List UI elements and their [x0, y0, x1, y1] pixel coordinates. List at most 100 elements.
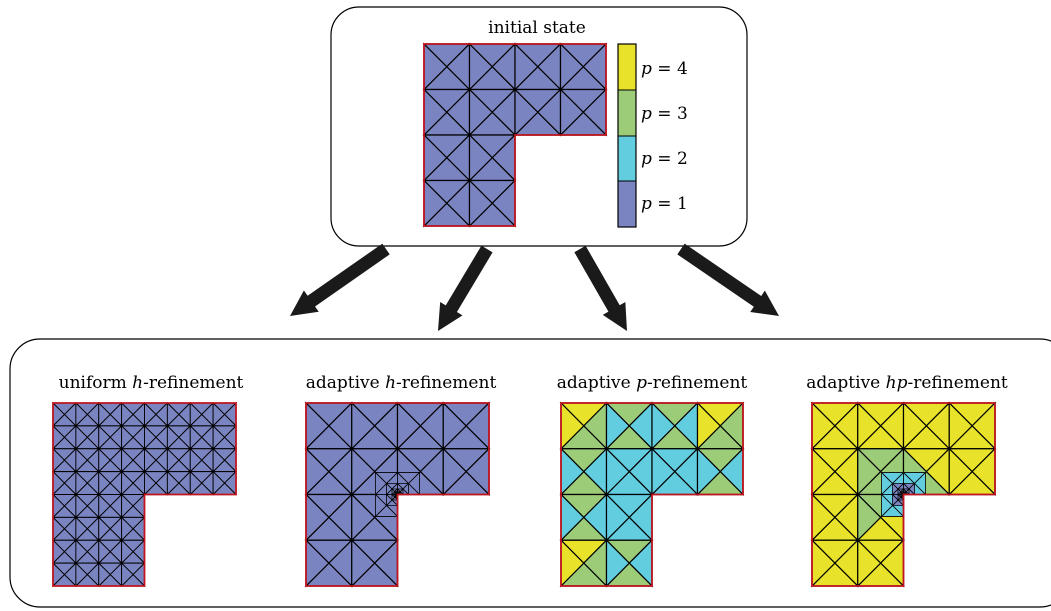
mesh-adaptive-hp-refinement: [810, 401, 997, 588]
mesh-element: [98, 516, 111, 542]
mesh-adaptive-p-refinement: [559, 401, 745, 588]
mesh-element: [98, 562, 111, 588]
mesh-element: [212, 401, 226, 427]
panel-label-adaptive-hp: adaptive hp-refinement: [806, 373, 1008, 393]
refinement-arrow: [438, 245, 493, 331]
mesh-element: [351, 493, 376, 542]
legend-swatch-p2: [618, 136, 636, 181]
mesh-element: [98, 493, 111, 519]
mesh-element: [605, 538, 631, 588]
refined-element: [881, 471, 894, 496]
mesh-element: [696, 401, 722, 451]
legend-label-p2: p = 2: [641, 149, 688, 169]
mesh-element: [468, 133, 494, 182]
mesh-element: [121, 516, 134, 542]
mesh-element: [857, 538, 882, 588]
domain-boundary: [560, 402, 744, 587]
refinement-arrow: [290, 243, 390, 316]
mesh-element: [651, 401, 676, 451]
domain-boundary: [52, 402, 237, 587]
mesh-element: [514, 42, 539, 91]
panel-label-uniform-h: uniform h-refinement: [59, 373, 244, 393]
mesh-element: [212, 447, 226, 473]
mesh-element: [189, 424, 203, 450]
mesh-element: [948, 447, 973, 496]
mesh-element: [121, 401, 134, 427]
domain-boundary: [305, 402, 490, 587]
mesh-element: [212, 470, 226, 496]
mesh-element: [468, 42, 494, 91]
domain-boundary: [423, 43, 607, 227]
mesh-element: [121, 470, 134, 496]
mesh-element: [98, 401, 111, 427]
refined-element: [900, 490, 903, 496]
legend-swatch-p1: [618, 181, 636, 227]
refined-element: [391, 488, 396, 496]
arrows: [290, 243, 779, 331]
refined-element: [881, 493, 894, 518]
legend-swatch-p3: [618, 90, 636, 136]
refined-element: [900, 493, 903, 499]
refined-element: [892, 493, 899, 507]
mesh-element: [98, 447, 111, 473]
mesh-element: [948, 401, 973, 451]
mesh-element: [121, 424, 134, 450]
mesh-element: [121, 562, 134, 588]
refined-element: [386, 493, 393, 507]
mesh-element: [166, 401, 180, 427]
mesh-element: [696, 447, 722, 496]
mesh-adaptive-h-refinement: [304, 401, 491, 588]
mesh-element: [144, 470, 157, 496]
mesh-element: [75, 539, 88, 565]
mesh-element: [651, 447, 676, 496]
mesh-element: [144, 447, 157, 473]
refined-element: [394, 493, 397, 499]
legend-label-p1: p = 1: [641, 194, 688, 214]
mesh-element: [468, 179, 494, 228]
initial-state-title: initial state: [488, 18, 586, 38]
mesh-element: [75, 447, 88, 473]
mesh-element: [166, 470, 180, 496]
mesh-element: [605, 401, 631, 451]
mesh-element: [559, 42, 585, 91]
mesh-element: [121, 539, 134, 565]
refined-element: [892, 482, 899, 496]
mesh-element: [468, 88, 494, 137]
legend-label-p3: p = 3: [641, 104, 688, 124]
mesh-element: [166, 447, 180, 473]
legend-swatch-p4: [618, 44, 636, 90]
mesh-element: [857, 447, 882, 496]
mesh-element: [144, 401, 157, 427]
refined-element: [394, 490, 397, 496]
mesh-element: [189, 447, 203, 473]
panel-label-adaptive-h: adaptive h-refinement: [306, 373, 497, 393]
legend-label-p4: p = 4: [641, 59, 688, 79]
initial-state-mesh: [422, 42, 608, 228]
mesh-element: [396, 401, 422, 451]
mesh-element: [351, 401, 376, 451]
domain-boundary: [811, 402, 996, 587]
mesh-element: [605, 493, 631, 542]
mesh-element: [351, 538, 376, 588]
refinement-arrow: [677, 243, 779, 316]
mesh-element: [75, 470, 88, 496]
mesh-element: [189, 401, 203, 427]
mesh-element: [75, 424, 88, 450]
mesh-element: [75, 562, 88, 588]
refined-element: [375, 471, 388, 496]
mesh-element: [98, 470, 111, 496]
mesh-element: [75, 401, 88, 427]
refined-element: [897, 493, 902, 501]
mesh-uniform-h-refinement: [51, 401, 238, 588]
mesh-element: [351, 447, 376, 496]
mesh-element: [902, 401, 928, 451]
mesh-element: [514, 88, 539, 137]
mesh-element: [166, 424, 180, 450]
mesh-element: [442, 447, 467, 496]
refined-element: [386, 482, 393, 496]
mesh-element: [212, 424, 226, 450]
mesh-element: [857, 493, 882, 542]
mesh-element: [121, 447, 134, 473]
refined-element: [395, 493, 398, 497]
